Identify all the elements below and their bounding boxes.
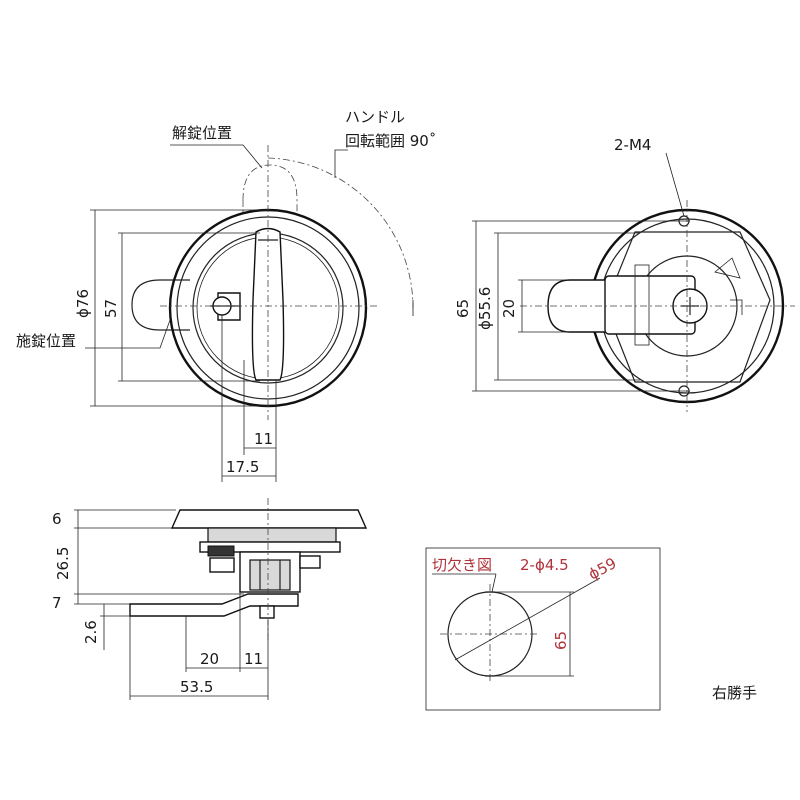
dim-back-20: 20	[500, 299, 518, 318]
unlock-position-label: 解錠位置	[172, 124, 232, 142]
rotation-range-label: 回転範囲 90˚	[345, 132, 436, 150]
dim-side-7: 7	[52, 594, 62, 612]
dim-back-65: 65	[454, 299, 472, 318]
dim-front-dia: ϕ76	[74, 289, 92, 318]
cutout-height-label: 65	[552, 631, 570, 650]
cutout-holes-label: 2-ϕ4.5	[520, 556, 569, 574]
screw-spec-label: 2-M4	[614, 136, 651, 154]
cutout-dia-label: ϕ59	[585, 554, 619, 584]
dim-side-6: 6	[52, 510, 62, 528]
handle	[251, 227, 285, 381]
dim-front-17-5: 17.5	[226, 458, 259, 476]
lock-position-label: 施錠位置	[16, 332, 76, 350]
dim-front-57: 57	[102, 299, 120, 318]
dim-front-11: 11	[254, 430, 273, 448]
front-view	[85, 144, 414, 482]
dim-side-53-5: 53.5	[180, 678, 213, 696]
handle-label: ハンドル	[345, 108, 405, 126]
dim-side-2-6: 2.6	[82, 620, 100, 644]
dim-side-20: 20	[200, 650, 219, 668]
side-view	[74, 498, 368, 700]
back-view	[472, 152, 795, 412]
cutout-title: 切欠き図	[432, 556, 492, 574]
dim-side-26-5: 26.5	[54, 547, 72, 580]
dim-back-dia: ϕ55.6	[476, 287, 494, 330]
cutout-diagram	[425, 547, 661, 711]
dim-side-11: 11	[244, 650, 263, 668]
hand-label: 右勝手	[712, 684, 757, 702]
